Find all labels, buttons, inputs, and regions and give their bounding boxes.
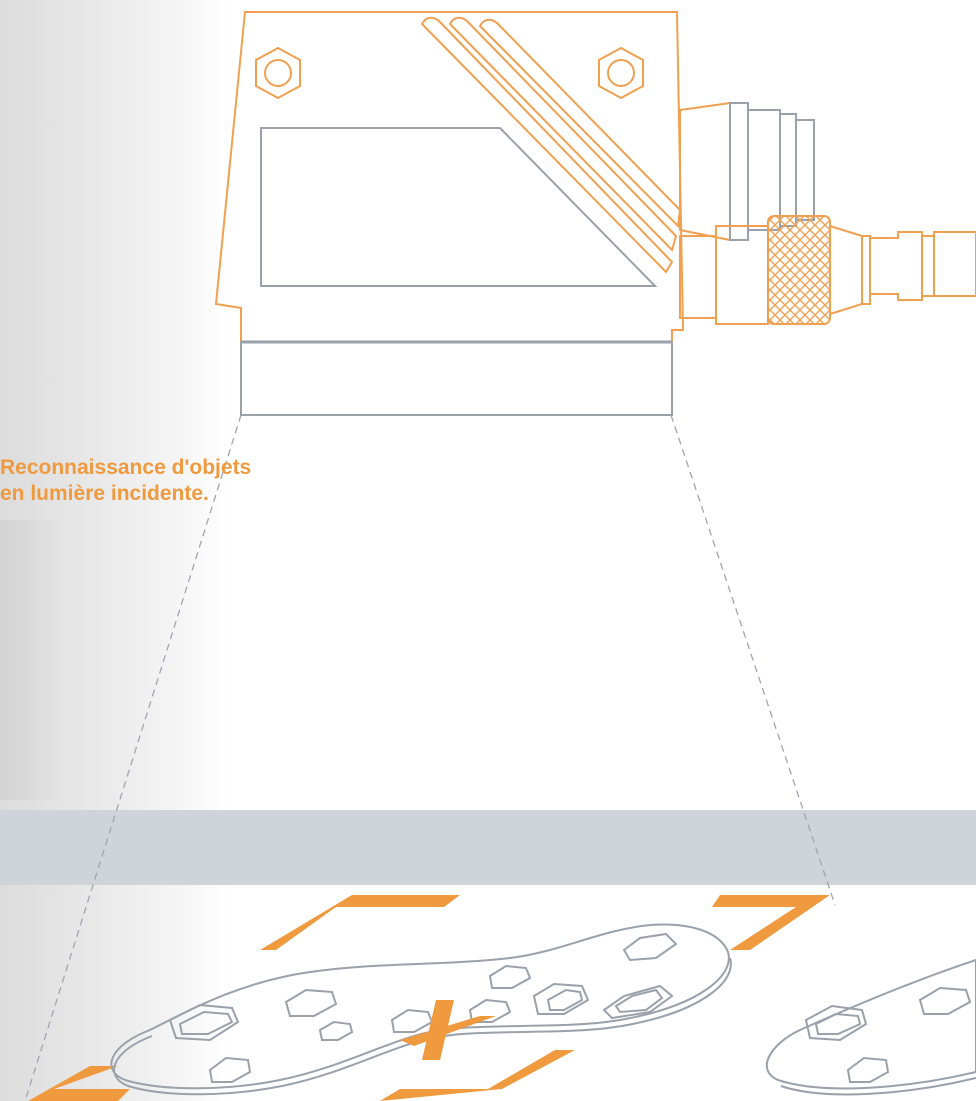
- knurled-nut: [767, 215, 831, 325]
- background-shade: [0, 520, 60, 800]
- perforated-part-icon-2: [765, 958, 976, 1096]
- cable-connector-icon: [679, 101, 976, 325]
- caption-text: Reconnaissance d'objets en lumière incid…: [0, 456, 252, 505]
- sensor-icon: [214, 11, 685, 416]
- conveyor-band: [0, 810, 976, 885]
- field-of-view-marks: [28, 895, 830, 1101]
- crosshair-icon: [400, 1000, 496, 1060]
- light-beam: [24, 414, 836, 1101]
- perforated-part-icon: [110, 923, 732, 1096]
